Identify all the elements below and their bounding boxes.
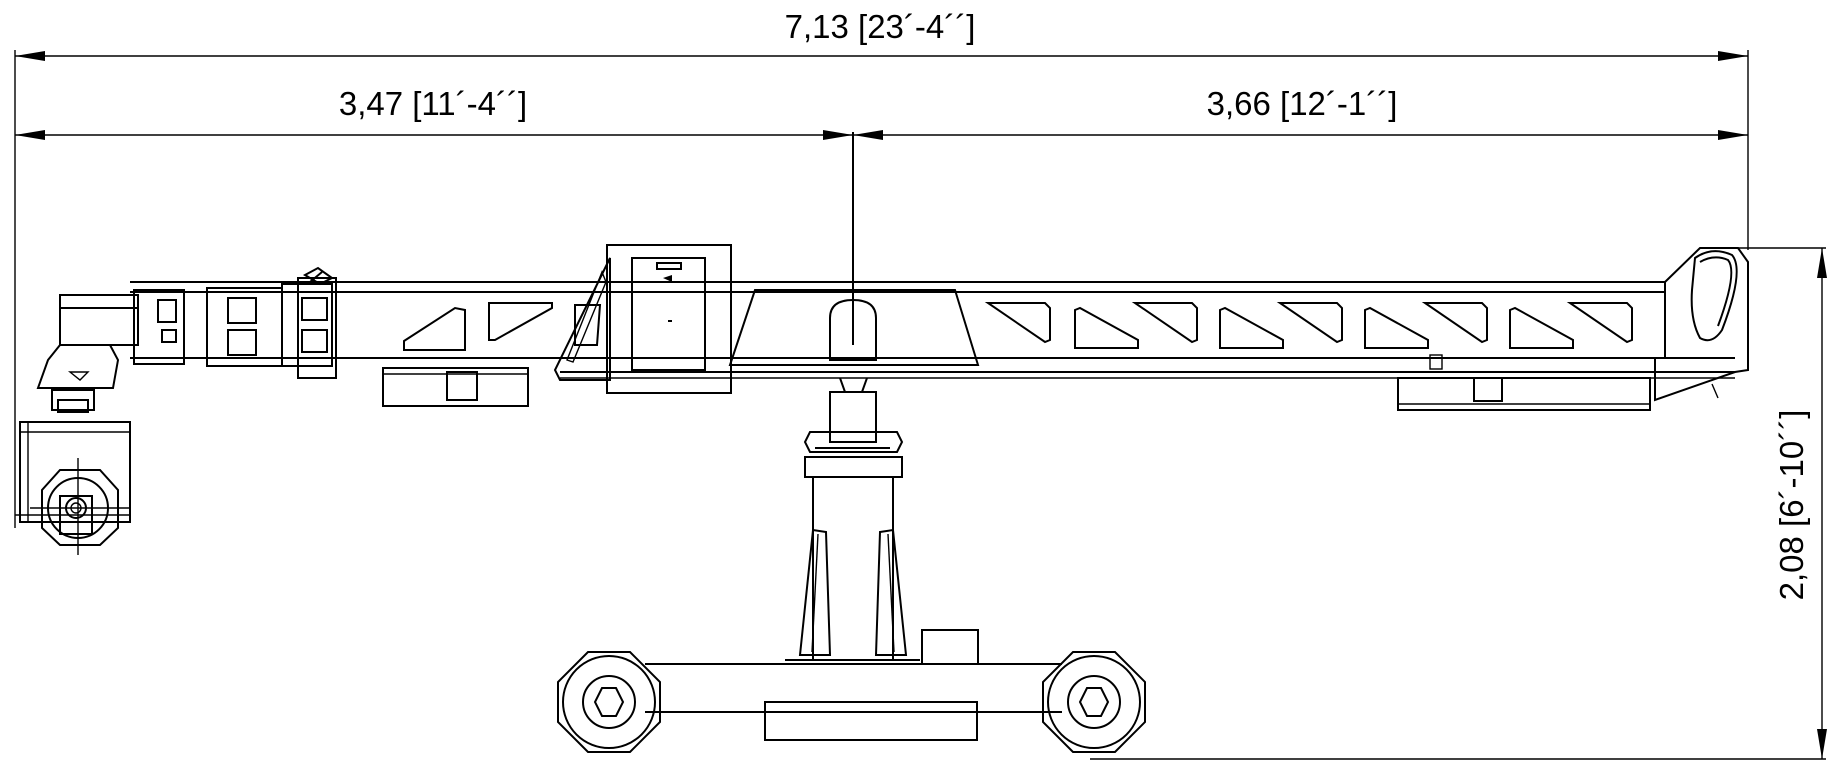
truss-cutout <box>488 302 553 341</box>
truss-cutout <box>1131 302 1198 344</box>
height-label: 2,08 [6´-10´´] <box>1773 410 1810 601</box>
total-length-label: 7,13 [23´-4´´] <box>785 8 976 45</box>
support-tray-left <box>382 367 529 407</box>
column-fin <box>798 528 832 656</box>
pivot-plate <box>728 289 980 366</box>
column-collar <box>804 456 903 478</box>
dimension-height: 2,08 [6´-10´´] <box>1090 247 1827 760</box>
arrowhead-center-right <box>853 130 883 140</box>
dolly-wheel-right <box>1042 651 1146 753</box>
truss-cutout <box>1566 302 1633 344</box>
arrowhead-right <box>1718 130 1748 140</box>
truss-cutout <box>1509 306 1574 349</box>
truss-cutout <box>1219 306 1284 349</box>
truss-cutout <box>1276 302 1343 344</box>
dimension-total-length: 7,13 [23´-4´´] <box>14 8 1749 528</box>
camera-housing <box>19 421 131 523</box>
arrowhead-bottom <box>1817 729 1827 759</box>
truss-cutout <box>984 302 1051 344</box>
dolly-base <box>557 629 1146 753</box>
column-fin <box>874 528 908 656</box>
head-bracket <box>36 344 120 389</box>
dolly-footboard <box>764 701 978 741</box>
control-box <box>606 244 732 394</box>
camera-lens-ring <box>41 469 119 546</box>
truss-cutout <box>1364 306 1429 349</box>
column <box>785 391 920 661</box>
truss-cutout <box>1421 302 1488 344</box>
left-arm-length-label: 3,47 [11´-4´´] <box>339 85 527 122</box>
pivot-housing <box>553 244 980 394</box>
arm-clamp <box>297 277 337 379</box>
arrowhead-center-left <box>823 130 853 140</box>
boom-arm <box>130 281 1735 379</box>
counterweight-cutout <box>1690 250 1738 342</box>
right-arm-length-label: 3,66 [12´-1´´] <box>1207 85 1398 122</box>
truss-cutout <box>403 306 466 351</box>
counterweight-end <box>1397 247 1749 411</box>
dimension-arm-lengths: 3,47 [11´-4´´] 3,66 [12´-1´´] <box>15 85 1748 345</box>
dolly-battery-box <box>921 629 979 665</box>
counterweight-tray <box>1397 377 1651 411</box>
arrowhead-right <box>1718 51 1748 61</box>
dolly-wheel-left <box>557 651 661 753</box>
arrowhead-top <box>1817 248 1827 278</box>
arrowhead-left <box>15 130 45 140</box>
arm-clamp <box>133 289 185 365</box>
arrowhead-left <box>15 51 45 61</box>
column-cap <box>803 431 904 453</box>
truss-cutout <box>574 304 602 346</box>
pivot-yoke <box>829 298 877 361</box>
arm-clamp <box>281 283 333 367</box>
camera-head-end <box>15 266 337 555</box>
truss-cutout <box>1074 306 1139 349</box>
